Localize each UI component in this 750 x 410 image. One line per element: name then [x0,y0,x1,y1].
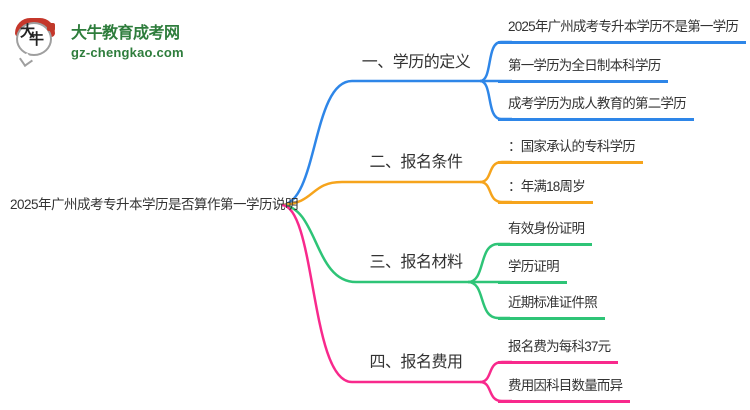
logo-char-2: 牛 [29,31,45,48]
branch-label-conditions: 二、报名条件 [369,154,463,171]
leaf-node: 第一学历为全日制本科学历 [498,54,669,83]
branch-label-fees: 四、报名费用 [369,354,463,371]
logo-char-1: 大 [20,23,36,40]
leaf-node: 报名费为每科37元 [498,335,619,364]
branch0-trunk-line [281,79,480,207]
branch1-trunk-line [281,180,480,207]
branch2-trunk-line [281,203,468,284]
leaf-node: 费用因科目数量而异 [498,374,631,403]
logo-site-domain: gz-chengkao.com [71,45,184,60]
site-logo[interactable]: 大 牛 大牛教育成考网 gz-chengkao.com [14,16,194,67]
leaf-node: ：年满18周岁 [498,175,593,204]
branch2-fork-up-line [467,242,510,284]
leaf-node: 有效身份证明 [498,217,593,246]
branch2-fork-down-line [467,280,510,320]
logo-bubble-icon: 大 牛 [14,18,58,67]
mindmap-root-node: 2025年广州成考专升本学历是否算作第一学历说明 [10,197,299,212]
logo-red-seal [47,23,55,31]
logo-text: 大牛教育成考网 gz-chengkao.com [71,19,184,60]
branch-label-materials: 三、报名材料 [369,254,463,271]
leaf-node: 学历证明 [498,255,567,284]
leaf-node: 成考学历为成人教育的第二学历 [498,92,694,121]
leaf-node: 近期标准证件照 [498,291,605,320]
leaf-node: ：国家承认的专科学历 [498,135,643,164]
logo-site-title: 大牛教育成考网 [71,25,180,42]
leaf-node: 2025年广州成考专升本学历不是第一学历 [498,15,747,44]
branch3-trunk-line [281,203,480,384]
logo-speech-bubble [16,22,52,56]
branch-label-definition: 一、学历的定义 [361,54,471,71]
